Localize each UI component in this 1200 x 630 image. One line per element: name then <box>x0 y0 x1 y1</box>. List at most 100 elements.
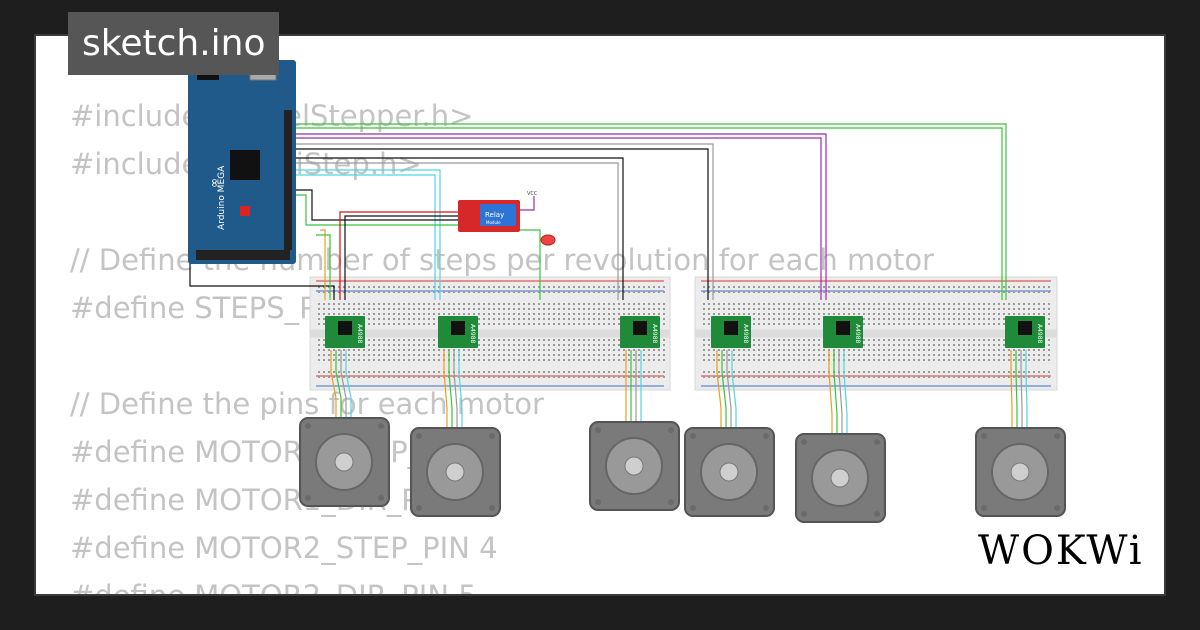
breadboard-hole <box>753 308 755 310</box>
breadboard-hole <box>633 303 635 305</box>
breadboard-hole <box>868 286 870 288</box>
breadboard-hole <box>928 323 930 325</box>
breadboard-hole <box>418 291 420 293</box>
breadboard-hole <box>618 303 620 305</box>
breadboard-hole <box>403 323 405 325</box>
breadboard-hole <box>513 376 515 378</box>
breadboard-hole <box>943 339 945 341</box>
breadboard-hole <box>1048 323 1050 325</box>
motor-shaft <box>1010 462 1030 482</box>
sketch-title-tab[interactable]: sketch.ino <box>68 12 280 75</box>
breadboard-hole <box>473 308 475 310</box>
breadboard-hole <box>578 349 580 351</box>
breadboard-hole <box>643 349 645 351</box>
breadboard-hole <box>908 354 910 356</box>
breadboard-hole <box>318 308 320 310</box>
breadboard-hole <box>663 339 665 341</box>
breadboard-hole <box>328 303 330 305</box>
a4988-driver <box>1005 316 1045 348</box>
breadboard-hole <box>933 339 935 341</box>
breadboard-hole <box>733 308 735 310</box>
breadboard-hole <box>798 339 800 341</box>
breadboard-hole <box>968 323 970 325</box>
stepper-motor <box>684 427 775 517</box>
breadboard-hole <box>863 318 865 320</box>
breadboard-hole <box>793 318 795 320</box>
breadboard-hole <box>983 291 985 293</box>
breadboard-hole <box>818 303 820 305</box>
breadboard-hole <box>948 308 950 310</box>
breadboard-hole <box>823 371 825 373</box>
breadboard-hole <box>563 286 565 288</box>
breadboard-hole <box>468 303 470 305</box>
motor-screw <box>981 433 987 439</box>
breadboard-hole <box>748 303 750 305</box>
breadboard-hole <box>988 323 990 325</box>
breadboard-hole <box>638 354 640 356</box>
breadboard-hole <box>968 308 970 310</box>
breadboard-hole <box>743 376 745 378</box>
breadboard-hole <box>498 303 500 305</box>
breadboard-hole <box>988 313 990 315</box>
breadboard-hole <box>583 286 585 288</box>
breadboard-hole <box>593 349 595 351</box>
motor-screw <box>1054 433 1060 439</box>
breadboard-hole <box>528 344 530 346</box>
breadboard-hole <box>958 359 960 361</box>
breadboard-hole <box>1048 291 1050 293</box>
breadboard-hole <box>878 318 880 320</box>
breadboard-hole <box>443 313 445 315</box>
breadboard-hole <box>318 318 320 320</box>
breadboard-hole <box>608 354 610 356</box>
breadboard-hole <box>558 349 560 351</box>
breadboard-hole <box>398 354 400 356</box>
breadboard-hole <box>728 303 730 305</box>
breadboard-hole <box>898 344 900 346</box>
breadboard-hole <box>513 286 515 288</box>
breadboard-hole <box>983 318 985 320</box>
breadboard-hole <box>878 303 880 305</box>
driver-chip <box>451 321 465 335</box>
breadboard-hole <box>363 359 365 361</box>
breadboard-hole <box>563 339 565 341</box>
breadboard-hole <box>478 323 480 325</box>
breadboard-hole <box>808 291 810 293</box>
breadboard-hole <box>663 308 665 310</box>
breadboard-hole <box>928 354 930 356</box>
breadboard-hole <box>518 303 520 305</box>
breadboard-hole <box>708 359 710 361</box>
breadboard-hole <box>1023 359 1025 361</box>
breadboard-hole <box>483 371 485 373</box>
led <box>540 234 556 246</box>
breadboard-hole <box>753 354 755 356</box>
breadboard-hole <box>948 313 950 315</box>
breadboard-hole <box>448 286 450 288</box>
breadboard-hole <box>598 291 600 293</box>
breadboard-hole <box>518 318 520 320</box>
breadboard-hole <box>938 339 940 341</box>
breadboard-hole <box>938 323 940 325</box>
breadboard-hole <box>563 323 565 325</box>
breadboard-hole <box>748 286 750 288</box>
breadboard-hole <box>968 313 970 315</box>
breadboard-hole <box>978 359 980 361</box>
breadboard-hole <box>908 376 910 378</box>
breadboard-hole <box>933 308 935 310</box>
breadboard-hole <box>533 286 535 288</box>
breadboard-hole <box>703 349 705 351</box>
breadboard-hole <box>713 371 715 373</box>
breadboard-hole <box>938 313 940 315</box>
breadboard-hole <box>403 318 405 320</box>
breadboard-hole <box>438 354 440 356</box>
breadboard-hole <box>583 303 585 305</box>
breadboard-hole <box>1003 339 1005 341</box>
breadboard-hole <box>928 318 930 320</box>
breadboard-hole <box>1013 371 1015 373</box>
breadboard-hole <box>903 339 905 341</box>
breadboard-hole <box>948 303 950 305</box>
breadboard-hole <box>978 323 980 325</box>
breadboard-hole <box>703 318 705 320</box>
breadboard-hole <box>848 354 850 356</box>
breadboard-hole <box>418 344 420 346</box>
breadboard-hole <box>873 323 875 325</box>
